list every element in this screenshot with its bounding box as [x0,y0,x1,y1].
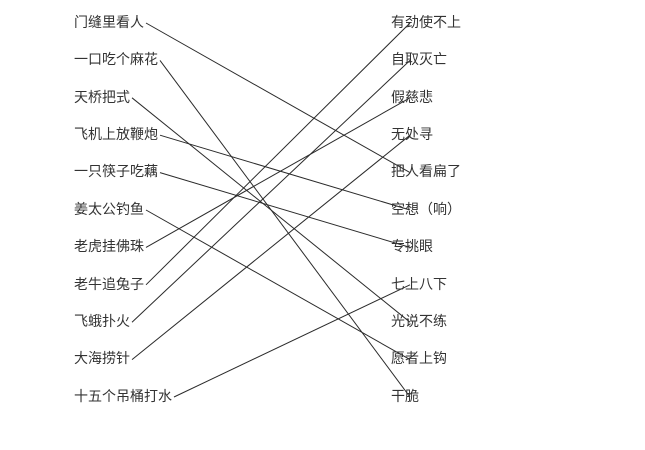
right-item-9: 愿者上钩 [391,351,447,367]
left-item-3: 飞机上放鞭炮 [74,127,158,143]
right-item-10: 干脆 [391,389,419,405]
right-item-4: 把人看扁了 [391,164,461,180]
right-item-3: 无处寻 [391,127,433,143]
right-item-0: 有劲使不上 [391,15,461,31]
right-item-6: 专挑眼 [391,239,433,255]
right-item-1: 自取灭亡 [391,52,447,68]
connector-line-4-6 [159,172,411,248]
left-item-5: 姜太公钓鱼 [74,202,144,218]
left-item-9: 大海捞针 [74,351,130,367]
right-item-8: 光说不练 [391,314,447,330]
connector-line-5-9 [145,209,411,361]
connector-line-9-3 [131,134,411,360]
left-item-10: 十五个吊桶打水 [74,389,172,405]
connector-line-10-7 [173,284,411,398]
connector-line-0-4 [145,22,411,174]
connector-line-2-8 [131,97,411,323]
right-item-5: 空想（响） [391,202,461,218]
left-item-2: 天桥把式 [74,90,130,106]
connector-line-6-2 [145,97,411,248]
right-item-2: 假慈悲 [391,90,433,106]
connector-line-3-5 [159,134,411,211]
connector-line-8-1 [131,60,411,323]
left-item-6: 老虎挂佛珠 [74,239,144,255]
left-item-1: 一口吃个麻花 [74,52,158,68]
connector-line-7-0 [145,22,411,286]
left-item-4: 一只筷子吃藕 [74,164,158,180]
left-item-0: 门缝里看人 [74,15,144,31]
left-item-8: 飞蛾扑火 [74,314,130,330]
left-item-7: 老牛追兔子 [74,277,144,293]
right-item-7: 七上八下 [391,277,447,293]
connector-line-1-10 [159,60,411,398]
